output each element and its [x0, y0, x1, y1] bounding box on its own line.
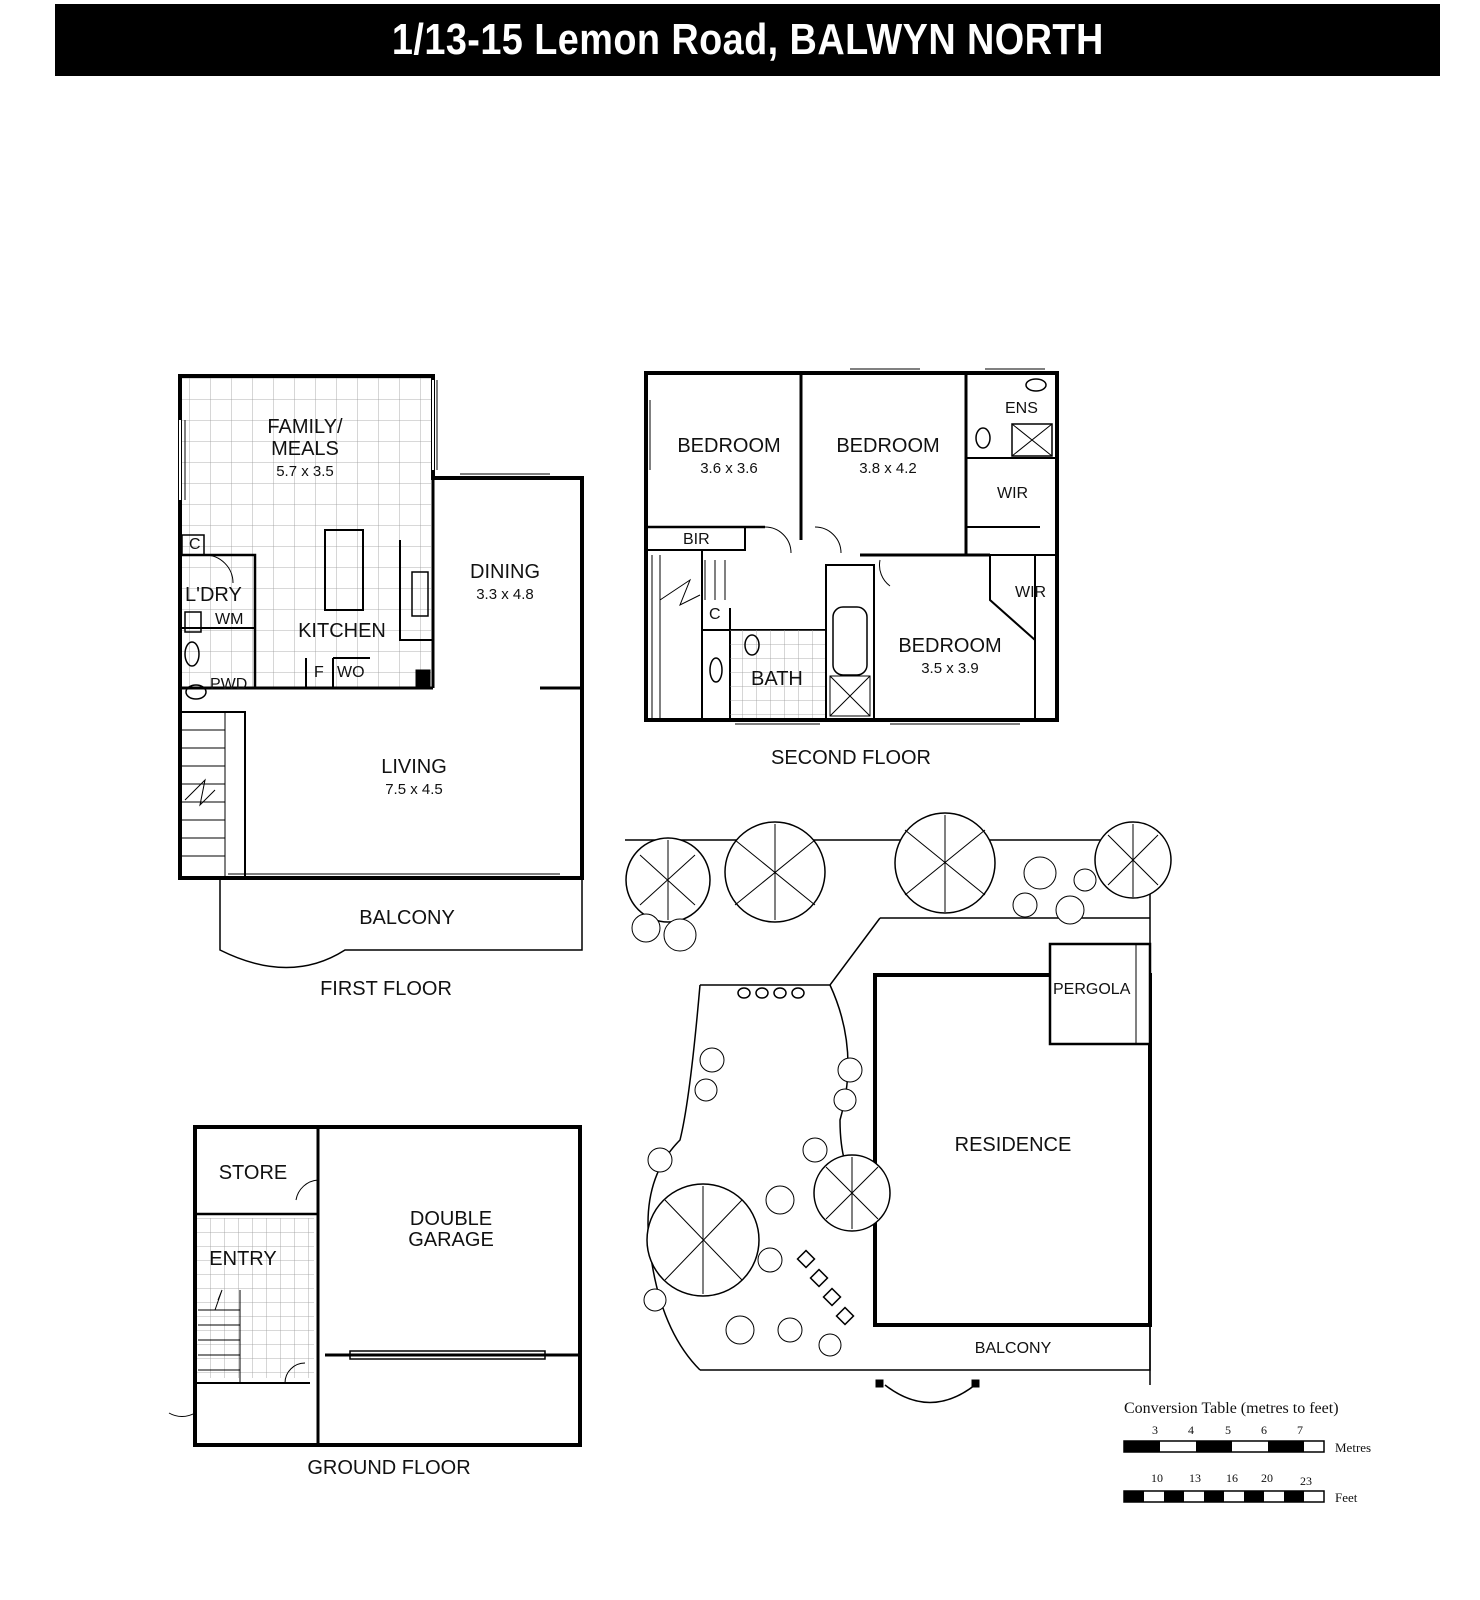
feet-tick-2: 13	[1189, 1471, 1201, 1485]
garage-label: DOUBLE	[410, 1208, 492, 1230]
dining-dims: 3.3 x 4.8	[476, 586, 534, 603]
dining-label: DINING	[470, 561, 540, 583]
wall-oven-label: WO	[337, 664, 365, 681]
bedroom-3-dims: 3.5 x 3.9	[921, 660, 979, 677]
powder-room-label: PWD	[210, 676, 247, 693]
ensuite-label: ENS	[1005, 400, 1038, 417]
feet-tick-1: 10	[1151, 1471, 1163, 1485]
washing-machine-label: WM	[215, 611, 243, 628]
kitchen-label: KITCHEN	[298, 620, 386, 642]
first-floor-plan	[178, 374, 584, 969]
bedroom-3-label: BEDROOM	[898, 635, 1001, 657]
feet-label: Feet	[1335, 1490, 1358, 1505]
laundry-label: L'DRY	[185, 584, 242, 606]
first-floor-balcony-label: BALCONY	[359, 907, 455, 929]
family-meals-label-2: MEALS	[271, 438, 339, 460]
site-plan	[625, 812, 1172, 1404]
title-banner: 1/13-15 Lemon Road, BALWYN NORTH	[55, 4, 1440, 76]
bath-label: BATH	[751, 668, 803, 690]
metres-tick-3: 5	[1225, 1423, 1231, 1437]
fridge-label: F	[314, 664, 324, 681]
bedroom-2-dims: 3.8 x 4.2	[859, 460, 917, 477]
second-floor-cupboard-label: C	[709, 606, 721, 623]
conversion-table: Conversion Table (metres to feet) 3 4 5 …	[1123, 1400, 1371, 1505]
feet-tick-5: 23	[1300, 1474, 1312, 1488]
ground-floor-caption: GROUND FLOOR	[307, 1457, 470, 1479]
metres-tick-1: 3	[1152, 1423, 1158, 1437]
family-meals-dims: 5.7 x 3.5	[276, 463, 334, 480]
pergola-label: PERGOLA	[1053, 981, 1131, 998]
feet-tick-4: 20	[1261, 1471, 1273, 1485]
garage-label-2: GARAGE	[408, 1229, 494, 1251]
metres-label: Metres	[1335, 1440, 1371, 1455]
page-title: 1/13-15 Lemon Road, BALWYN NORTH	[391, 15, 1104, 64]
living-label: LIVING	[381, 756, 447, 778]
feet-tick-3: 16	[1226, 1471, 1238, 1485]
second-floor-caption: SECOND FLOOR	[771, 747, 931, 769]
walk-in-robe-1-label: WIR	[997, 485, 1028, 502]
bedroom-2-label: BEDROOM	[836, 435, 939, 457]
built-in-robe-label: BIR	[683, 531, 710, 548]
store-label: STORE	[219, 1162, 288, 1184]
conversion-title: Conversion Table (metres to feet)	[1124, 1400, 1339, 1417]
walk-in-robe-2-label: WIR	[1015, 584, 1046, 601]
entry-label: ENTRY	[209, 1248, 276, 1270]
living-dims: 7.5 x 4.5	[385, 781, 443, 798]
feet-scale: 10 13 16 20 23 Feet	[1123, 1471, 1358, 1505]
metres-tick-2: 4	[1188, 1423, 1194, 1437]
second-floor-plan	[644, 368, 1059, 725]
metres-tick-5: 7	[1297, 1423, 1303, 1437]
metres-tick-4: 6	[1261, 1423, 1267, 1437]
metres-scale: 3 4 5 6 7 Metres	[1123, 1423, 1371, 1455]
family-meals-label: FAMILY/	[267, 416, 343, 438]
site-balcony-label: BALCONY	[975, 1340, 1052, 1357]
ground-floor-plan	[168, 1125, 582, 1447]
bedroom-1-dims: 3.6 x 3.6	[700, 460, 758, 477]
laundry-cupboard-label: C	[189, 536, 201, 553]
bedroom-1-label: BEDROOM	[677, 435, 780, 457]
residence-label: RESIDENCE	[955, 1134, 1072, 1156]
first-floor-caption: FIRST FLOOR	[320, 978, 452, 1000]
